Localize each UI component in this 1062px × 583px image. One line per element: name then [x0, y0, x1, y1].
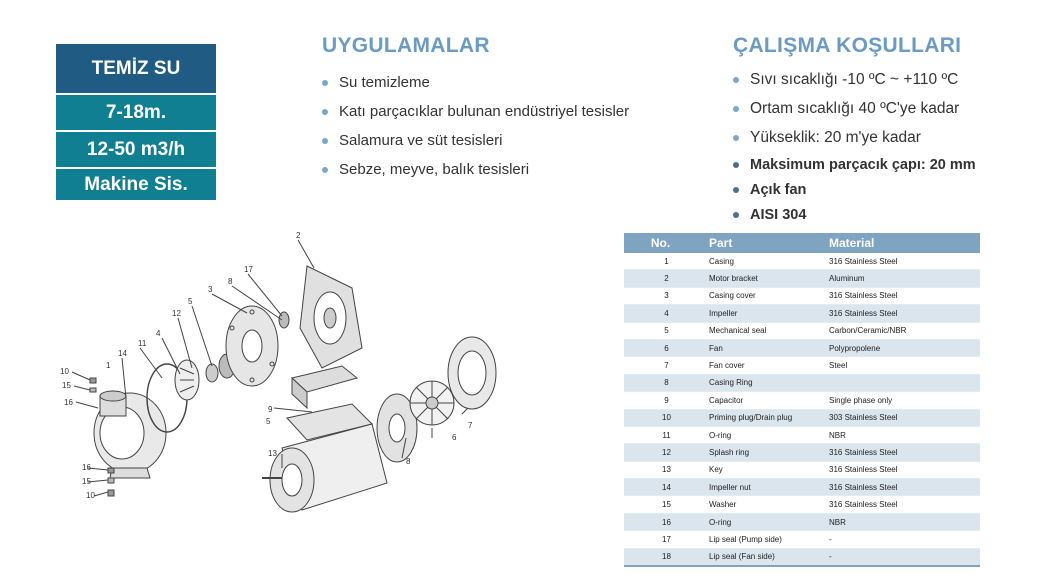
column-header-material: Material — [829, 233, 980, 253]
callout-label: 4 — [156, 329, 161, 338]
callout-label: 9 — [268, 405, 273, 414]
callout-label: 7 — [468, 421, 473, 430]
callout-label: 8 — [228, 277, 233, 286]
badge-clean-water: TEMİZ SU — [56, 44, 216, 95]
list-item: Ortam sıcaklığı 40 ºC'ye kadar — [733, 94, 976, 123]
table-header-row: No. Part Material — [624, 233, 980, 253]
callout-label: 12 — [172, 309, 181, 318]
bullet-icon — [733, 211, 739, 218]
fan-cover-part — [447, 336, 497, 410]
applications-title: UYGULAMALAR — [322, 34, 490, 57]
callout-label: 13 — [268, 449, 277, 458]
callout-label: 10 — [86, 491, 95, 500]
bullet-icon — [733, 161, 739, 168]
callout-label: 14 — [118, 349, 127, 358]
callout-label: 2 — [296, 231, 301, 240]
badge-machine-system: Makine Sis. — [56, 169, 216, 200]
callout-label: 3 — [208, 285, 213, 294]
exploded-pump-drawing: 2 17 3 8 5 12 4 11 14 1 10 15 16 9 13 6 … — [60, 231, 497, 513]
callout-label: 15 — [82, 477, 91, 486]
casing-part — [93, 390, 167, 479]
list-item: Açık fan — [733, 177, 976, 202]
column-header-part: Part — [709, 233, 829, 253]
conditions-list: Sıvı sıcaklığı -10 ºC ~ +110 ºC Ortam sı… — [733, 65, 976, 227]
list-item: Sıvı sıcaklığı -10 ºC ~ +110 ºC — [733, 65, 976, 94]
badge-flow-range: 12-50 m3/h — [56, 132, 216, 169]
badge-head-range: 7-18m. — [56, 95, 216, 132]
fan-part — [409, 380, 455, 426]
end-bracket-part — [376, 393, 418, 463]
callout-label: 5 — [188, 297, 193, 306]
applications-list: Su temizleme Katı parçacıklar bulunan en… — [322, 68, 629, 184]
list-item: Su temizleme — [322, 68, 629, 97]
callout-label: 17 — [244, 265, 253, 274]
list-item: Yükseklik: 20 m'ye kadar — [733, 123, 976, 152]
list-item: AISI 304 — [733, 202, 976, 227]
bullet-icon — [733, 105, 739, 112]
motor-body-part — [262, 423, 388, 513]
list-item: Katı parçacıklar bulunan endüstriyel tes… — [322, 97, 629, 126]
callout-label: 16 — [64, 398, 73, 407]
bullet-icon — [733, 186, 739, 193]
conditions-title: ÇALIŞMA KOŞULLARI — [733, 34, 962, 57]
list-item: Sebze, meyve, balık tesisleri — [322, 155, 629, 184]
category-badges: TEMİZ SU 7-18m. 12-50 m3/h Makine Sis. — [56, 44, 216, 200]
callout-label: 5 — [266, 417, 271, 426]
bullet-icon — [733, 134, 739, 141]
callout-label: 11 — [138, 339, 147, 348]
seal-part — [205, 353, 236, 383]
callout-label: 10 — [60, 367, 69, 376]
column-header-no: No. — [624, 233, 709, 253]
bullet-icon — [322, 108, 328, 115]
casing-cover-part — [225, 305, 279, 387]
list-item: Maksimum parçacık çapı: 20 mm — [733, 152, 976, 177]
callout-label: 15 — [62, 381, 71, 390]
list-item: Salamura ve süt tesisleri — [322, 126, 629, 155]
callout-label: 1 — [106, 361, 111, 370]
callout-label: 8 — [406, 457, 411, 466]
callout-label: 6 — [452, 433, 457, 442]
impeller-part — [174, 359, 200, 401]
callout-label: 16 — [82, 463, 91, 472]
bullet-icon — [322, 166, 328, 173]
bullet-icon — [733, 76, 739, 83]
bullet-icon — [322, 79, 328, 86]
motor-bracket-part — [299, 265, 363, 369]
bullet-icon — [322, 137, 328, 144]
callout-labels: 2 17 3 8 5 12 4 11 14 1 10 15 16 9 13 6 … — [60, 231, 473, 500]
